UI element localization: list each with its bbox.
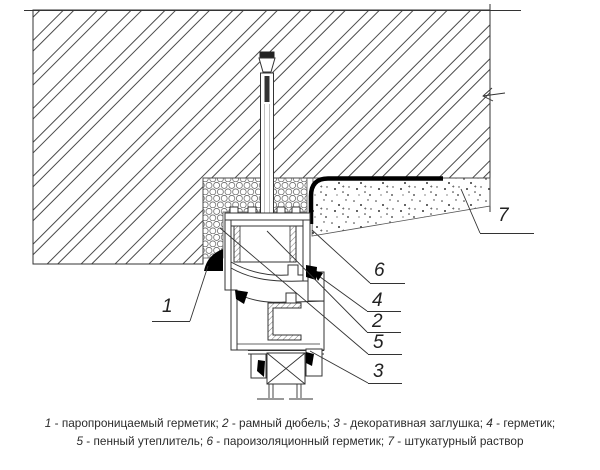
leader-lines — [152, 188, 534, 384]
window-frame-profile — [224, 206, 311, 291]
legend: 1 - паропроницаемый герметик; 2 - рамный… — [0, 414, 600, 450]
sealant-joint-right — [306, 265, 317, 280]
callout-number-3: 3 — [373, 361, 384, 382]
callout-number-2: 2 — [372, 311, 383, 332]
callout-number-4: 4 — [372, 290, 383, 311]
callout-number-1: 1 — [162, 296, 173, 317]
vapor-barrier-tape — [308, 176, 443, 224]
seals — [204, 249, 317, 377]
callout-number-6: 6 — [374, 260, 385, 281]
legend-line-2: 5 - пенный утеплитель; 6 - пароизоляцион… — [76, 434, 524, 448]
sash-profile — [230, 271, 325, 351]
glass-panes — [268, 384, 302, 398]
callout-number-7: 7 — [498, 205, 509, 226]
leader-arrowhead — [313, 270, 323, 281]
window-head-section-drawing: 1 2 3 4 5 6 7 — [24, 4, 534, 400]
glazing-gasket-left — [257, 360, 265, 377]
glazing-gasket-right — [306, 352, 314, 366]
frame-sash-gasket-left — [235, 290, 248, 304]
break-mark-icon — [482, 87, 506, 102]
sash-steel-reinforcement — [267, 302, 302, 341]
vapor-permeable-sealant-wedge — [204, 249, 223, 271]
frame-anchor-dowel — [252, 51, 281, 235]
foam-insulation — [202, 177, 308, 259]
legend-line-1: 1 - паропроницаемый герметик; 2 - рамный… — [44, 416, 556, 430]
plaster-layer — [311, 177, 491, 237]
callout-number-5: 5 — [373, 332, 384, 353]
technical-drawing-svg — [24, 4, 534, 400]
